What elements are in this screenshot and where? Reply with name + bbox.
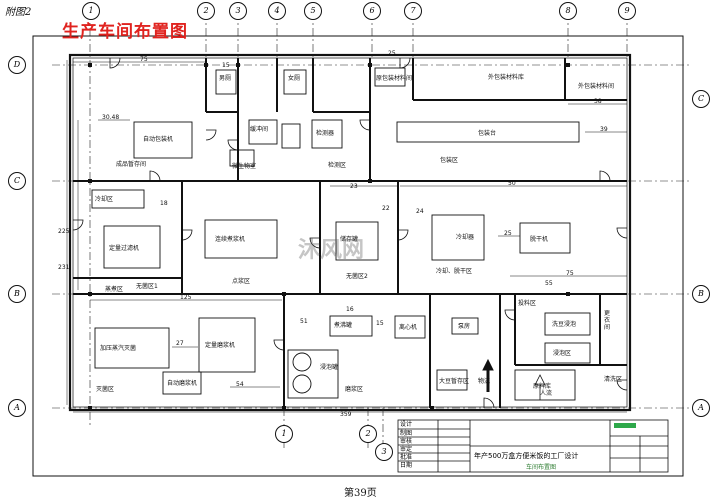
dimension-label: 54	[236, 381, 244, 388]
axis-bubble-B: B	[8, 285, 26, 303]
room-label: 脱干机	[530, 236, 549, 243]
dimension-label: 231	[58, 264, 70, 271]
room-label: 微生物室	[232, 163, 257, 170]
dimension-label: 27	[176, 340, 184, 347]
title-block-row: 设计	[400, 421, 413, 428]
axis-bubble-2-bottom: 2	[359, 425, 377, 443]
dimension-label: 51	[300, 318, 308, 325]
project-name: 年产500万盒方便米饭的工厂设计	[474, 452, 579, 460]
axis-bubble-A: A	[8, 399, 26, 417]
axis-bubble-9: 9	[618, 2, 636, 20]
axis-bubble-B-right: B	[692, 285, 710, 303]
room-label: 原料库	[533, 383, 552, 390]
title-block-row: 批准	[400, 454, 413, 461]
room-label: 缓冲间	[250, 126, 269, 133]
room-label: 包装台	[478, 130, 497, 137]
room-label: 男厕	[219, 75, 232, 82]
figure-label: 附图2	[5, 7, 32, 18]
dimension-label: 75	[566, 270, 574, 277]
dimension-label: 39	[600, 126, 608, 133]
axis-bubble-A-right: A	[692, 399, 710, 417]
room-label: 无菌区1	[136, 283, 158, 290]
axis-bubble-4: 4	[268, 2, 286, 20]
dimension-label: 359	[340, 411, 352, 418]
room-label: 自动包装机	[143, 136, 174, 143]
room-label: 离心机	[399, 324, 418, 331]
room-label: 清洗区	[604, 376, 623, 383]
room-label: 冷却器	[456, 234, 475, 241]
axis-bubble-6: 6	[363, 2, 381, 20]
axis-bubble-C: C	[8, 172, 26, 190]
room-label: 洗豆浸泡	[552, 321, 577, 328]
dimension-label: 15	[376, 320, 384, 327]
room-label: 磨浆区	[345, 386, 364, 393]
room-label: 包装区	[440, 157, 459, 164]
title-block-row: 制图	[400, 430, 413, 437]
dimension-label: 38	[594, 98, 602, 105]
dimension-label: 75	[140, 56, 148, 63]
title-block-row: 审定	[400, 446, 413, 453]
dimension-label: 15	[222, 62, 230, 69]
dimension-label: 18	[160, 200, 168, 207]
room-label: 连续煮浆机	[215, 236, 246, 243]
dimension-label: 50	[508, 180, 516, 187]
axis-bubble-1-bottom: 1	[275, 425, 293, 443]
axis-bubble-8: 8	[559, 2, 577, 20]
room-label: 女厕	[288, 75, 301, 82]
room-label: 外包装材料间	[578, 83, 615, 90]
axis-bubble-3-bottom: 3	[375, 443, 393, 461]
room-label: 点浆区	[232, 278, 251, 285]
dimension-label: 25	[388, 50, 396, 57]
dimension-label: 16	[346, 306, 354, 313]
room-label: 更衣间	[604, 310, 611, 331]
dimension-label: 55	[545, 280, 553, 287]
room-label: 物流	[478, 378, 491, 385]
room-label: 定量过滤机	[109, 245, 140, 252]
dimension-label: 22	[382, 205, 390, 212]
dimension-label: 25	[504, 230, 512, 237]
room-label: 泵房	[458, 323, 471, 330]
room-label: 冷却、脱干区	[436, 268, 473, 275]
watermark: 沐风网	[298, 238, 365, 263]
room-label: 原包装材料间	[376, 75, 413, 82]
room-label: 大豆暂存区	[439, 378, 470, 385]
dimension-label: 24	[416, 208, 424, 215]
room-label: 定量磨浆机	[205, 342, 236, 349]
dimension-label: 23	[350, 183, 358, 190]
room-label: 成品暂存间	[116, 161, 147, 168]
room-label: 投料区	[518, 300, 537, 307]
dimension-label: 125	[180, 294, 192, 301]
room-label: 浸泡罐	[320, 364, 339, 371]
room-label: 灭菌区	[96, 386, 115, 393]
room-label: 煮沸罐	[334, 322, 353, 329]
room-label: 浸泡区	[553, 350, 572, 357]
axis-bubble-3: 3	[229, 2, 247, 20]
axis-bubble-2: 2	[197, 2, 215, 20]
drawing-title: 生产车间布置图	[62, 22, 188, 42]
room-label: 储存罐	[340, 236, 359, 243]
room-label: 无菌区2	[346, 273, 368, 280]
axis-bubble-D: D	[8, 56, 26, 74]
room-label: 外包装材料库	[488, 74, 525, 81]
axis-bubble-7: 7	[404, 2, 422, 20]
room-label: 检测器	[316, 130, 335, 137]
dimension-label: 30.48	[102, 114, 120, 121]
room-label: 冷却区	[95, 196, 114, 203]
axis-bubble-1: 1	[82, 2, 100, 20]
room-label: 自动磨浆机	[167, 380, 198, 387]
room-label: 人流	[540, 390, 553, 397]
title-block-row: 日期	[400, 462, 413, 469]
dimension-label: 225	[58, 228, 70, 235]
room-label: 蒸煮区	[105, 286, 124, 293]
room-label: 检测区	[328, 162, 347, 169]
room-label: 加压蒸汽灭菌	[100, 345, 137, 352]
axis-bubble-C-right: C	[692, 90, 710, 108]
page-number: 第39页	[344, 488, 377, 499]
drawing-name: 车间布置图	[526, 464, 557, 471]
title-block-row: 审核	[400, 438, 413, 445]
axis-bubble-5: 5	[304, 2, 322, 20]
